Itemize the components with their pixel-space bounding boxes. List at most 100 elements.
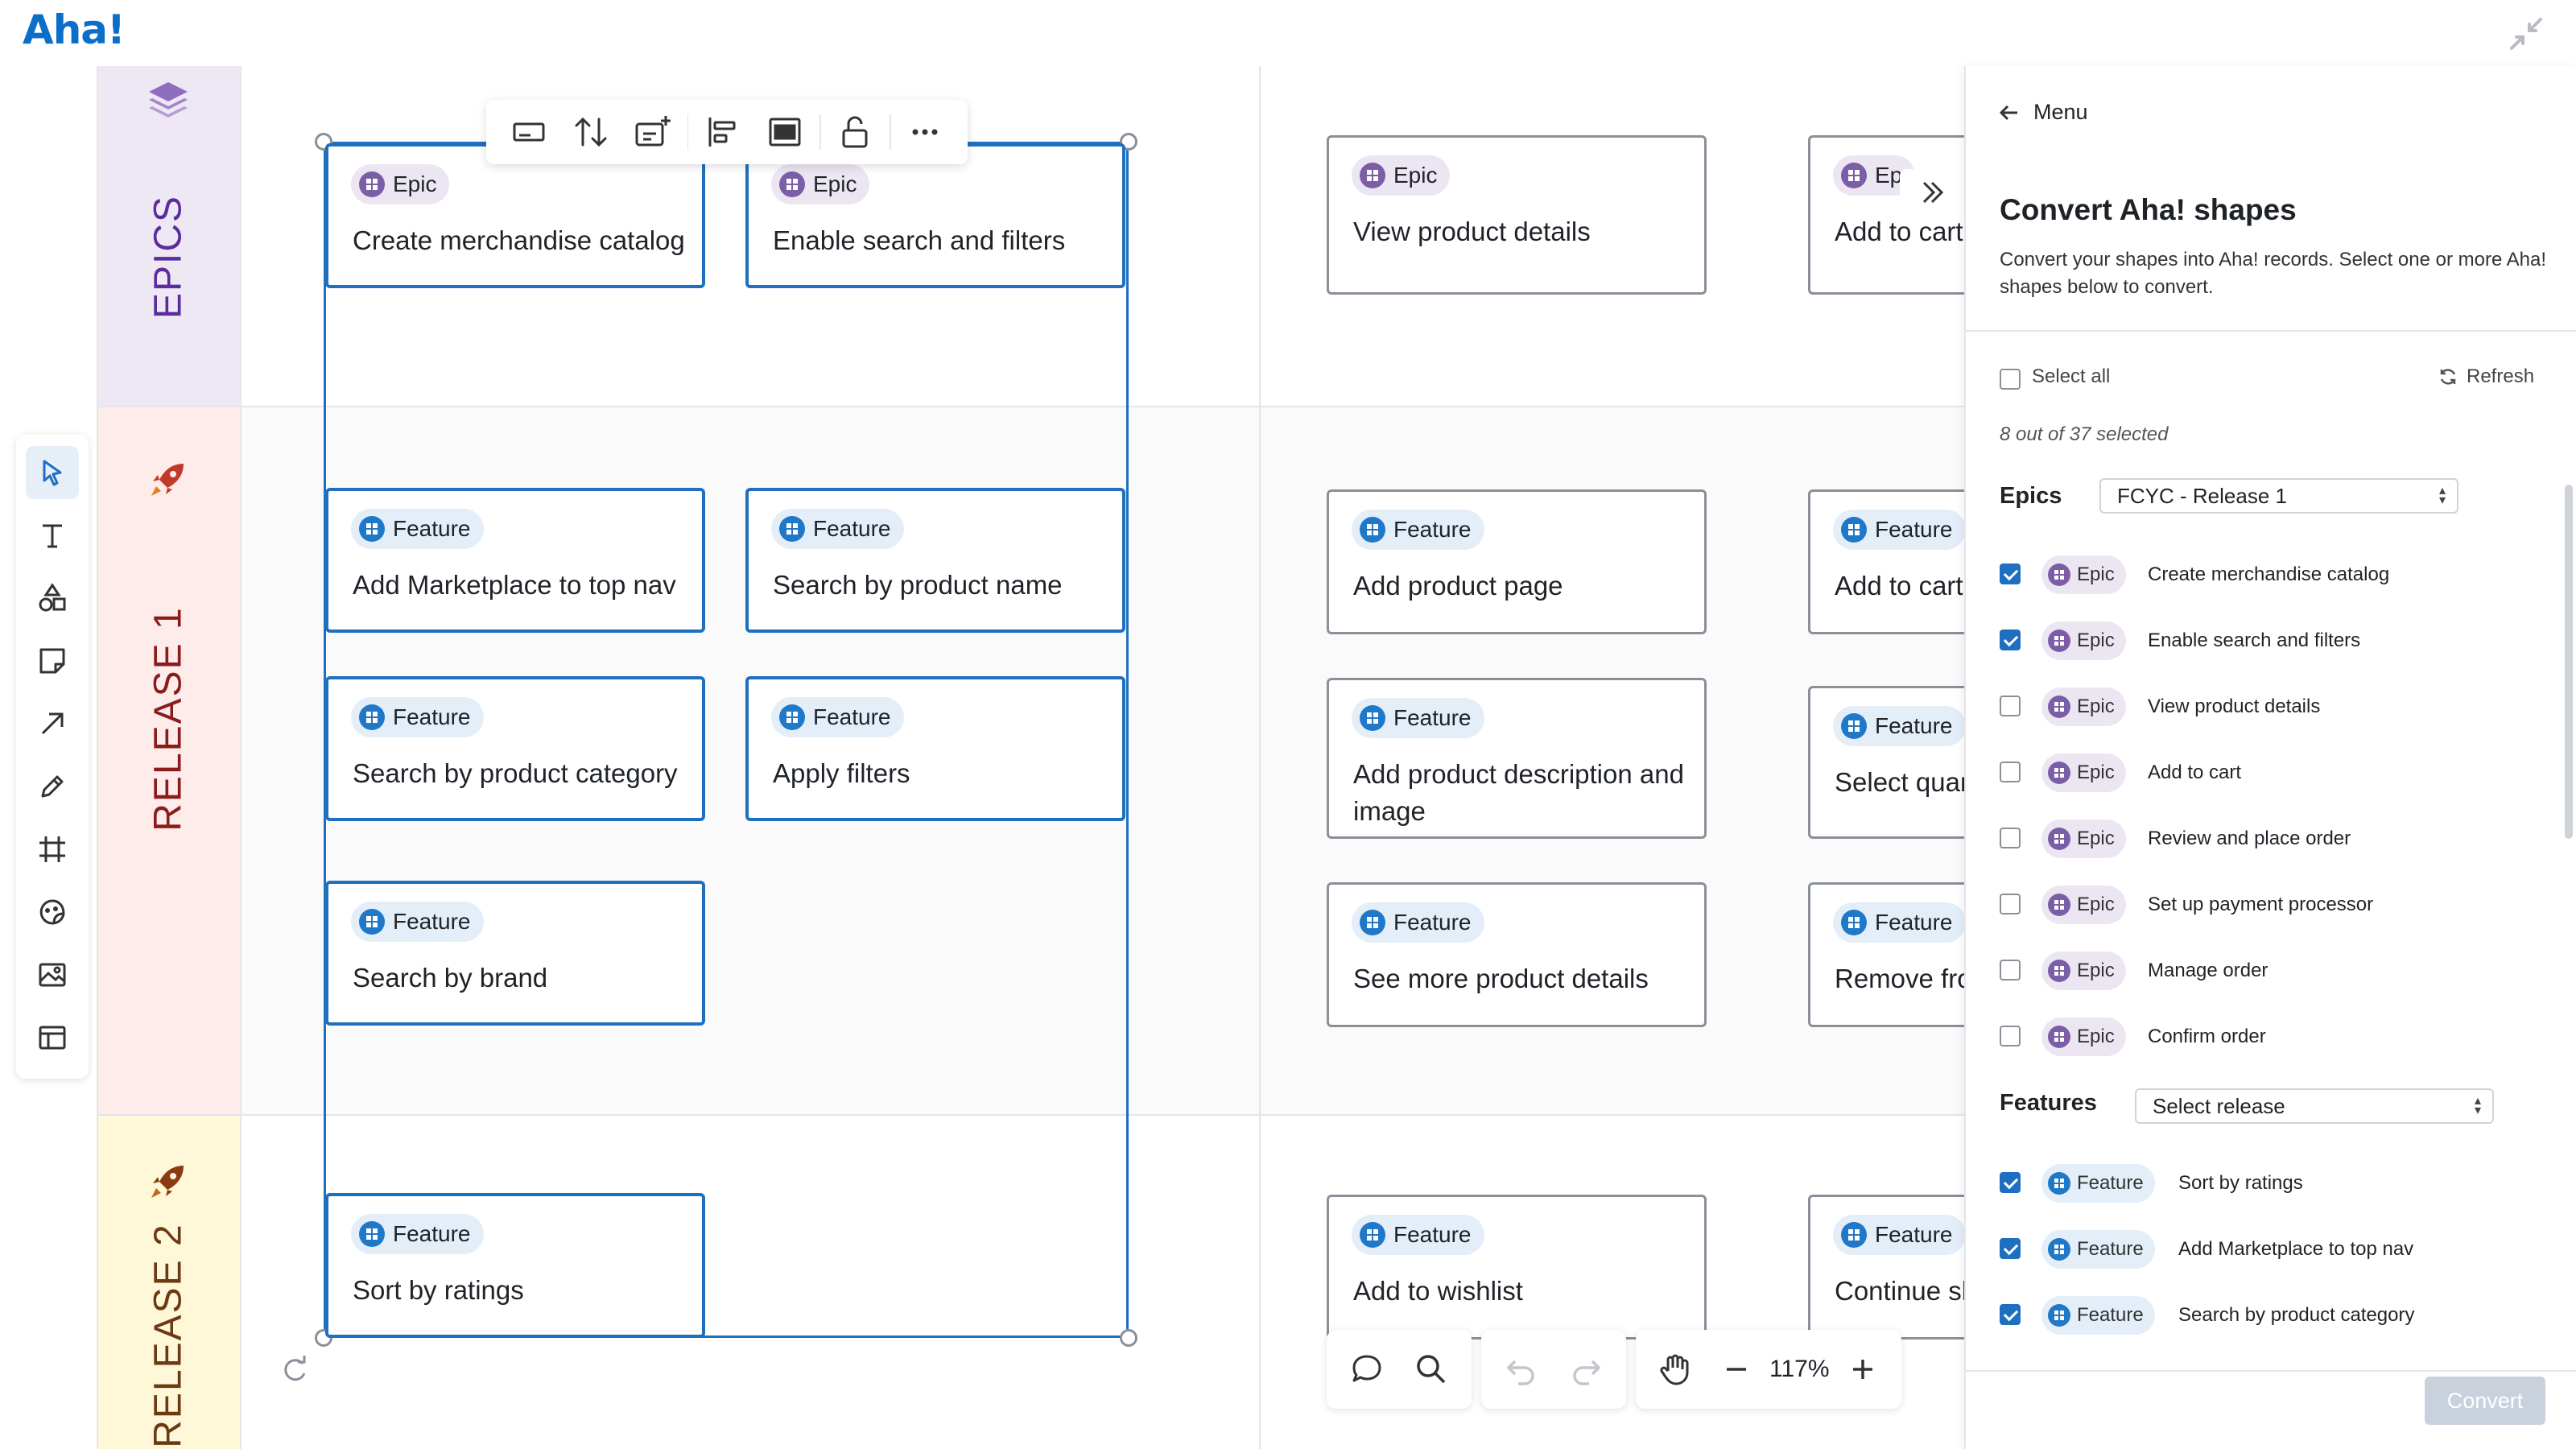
unlock-icon[interactable] — [824, 106, 886, 158]
convert-button[interactable]: Convert — [2425, 1377, 2545, 1425]
epic-icon — [2048, 762, 2070, 784]
pen-tool-icon[interactable] — [26, 760, 79, 813]
feature-pill: Feature — [1352, 902, 1484, 943]
panel-footer-divider — [1966, 1370, 2576, 1372]
row-label: Confirm order — [2148, 1026, 2266, 1047]
epic-pill: Epic — [2041, 753, 2126, 792]
panel-toggle-button[interactable] — [1900, 169, 1964, 219]
features-release-select[interactable]: Select release ▴▾ — [2135, 1088, 2494, 1124]
row-checkbox[interactable] — [2000, 696, 2021, 716]
toolbar-separator — [819, 114, 821, 150]
card-title: Search by product category — [353, 758, 678, 788]
add-record-icon[interactable] — [621, 106, 683, 158]
frame-tool-icon[interactable] — [26, 823, 79, 876]
epics-release-select[interactable]: FCYC - Release 1 ▴▾ — [2099, 478, 2458, 514]
lane-label: RELEASE 2 — [147, 1223, 190, 1448]
epic-icon — [2048, 696, 2070, 718]
collapse-icon[interactable] — [2507, 14, 2545, 53]
zoom-out-icon[interactable] — [1706, 1337, 1768, 1402]
epic-pill: Epic — [1352, 155, 1451, 196]
shape-card[interactable]: Feature Search by product category — [325, 676, 705, 821]
row-checkbox[interactable] — [2000, 1304, 2021, 1325]
epic-pill: Epic — [771, 164, 870, 204]
card-title: Apply filters — [773, 758, 910, 788]
pan-hand-icon[interactable] — [1644, 1337, 1706, 1402]
row-checkbox[interactable] — [2000, 630, 2021, 650]
row-checkbox[interactable] — [2000, 828, 2021, 848]
feature-icon — [1360, 705, 1385, 731]
layers-icon — [146, 77, 191, 126]
refresh-button[interactable]: Refresh — [2438, 365, 2534, 388]
image-tool-icon[interactable] — [26, 948, 79, 1001]
row-checkbox[interactable] — [2000, 1026, 2021, 1046]
text-tool-icon[interactable] — [26, 509, 79, 562]
panel-scrollbar[interactable] — [2565, 485, 2573, 839]
feature-icon — [2048, 1238, 2070, 1261]
epic-icon — [2048, 828, 2070, 850]
feature-pill: Feature — [771, 509, 904, 549]
row-label: Enable search and filters — [2148, 630, 2361, 651]
feature-icon — [1360, 910, 1385, 935]
rotate-handle-icon[interactable] — [279, 1354, 311, 1390]
arrow-tool-icon[interactable] — [26, 697, 79, 750]
zoom-level[interactable]: 117% — [1769, 1356, 1830, 1382]
shape-card[interactable]: Feature Add product description and imag… — [1327, 678, 1707, 839]
select-all-checkbox[interactable] — [2000, 369, 2021, 390]
shape-style-icon[interactable] — [497, 106, 559, 158]
row-checkbox[interactable] — [2000, 564, 2021, 584]
row-checkbox[interactable] — [2000, 1172, 2021, 1193]
epic-pill: Epic — [2041, 1018, 2126, 1056]
tool-rail — [16, 435, 89, 1079]
shape-card[interactable]: Feature Search by product name — [745, 488, 1125, 633]
epics-section-label: Epics — [2000, 483, 2062, 509]
epic-icon — [2048, 564, 2070, 586]
panel-description: Convert your shapes into Aha! records. S… — [2000, 249, 2547, 298]
row-checkbox[interactable] — [2000, 762, 2021, 782]
feature-pill: Feature — [1833, 706, 1966, 746]
row-checkbox[interactable] — [2000, 894, 2021, 914]
frame-image-icon[interactable] — [754, 106, 816, 158]
search-icon[interactable] — [1399, 1337, 1463, 1402]
shape-card[interactable]: Feature Sort by ratings — [325, 1193, 705, 1338]
card-title: Add product page — [1353, 571, 1563, 601]
aha-logo[interactable]: Aha! — [23, 6, 126, 53]
template-tool-icon[interactable] — [26, 1011, 79, 1064]
swap-icon[interactable] — [559, 106, 621, 158]
select-arrows-icon: ▴▾ — [2438, 484, 2446, 507]
align-left-icon[interactable] — [691, 106, 753, 158]
sticker-icon[interactable] — [26, 886, 79, 939]
select-tool-icon[interactable] — [26, 446, 79, 499]
feature-icon — [2048, 1172, 2070, 1195]
more-icon[interactable] — [894, 106, 956, 158]
shape-card[interactable]: Feature Add Marketplace to top nav — [325, 488, 705, 633]
redo-icon[interactable] — [1554, 1337, 1618, 1402]
epic-pill: Epic — [2041, 886, 2126, 924]
shape-card[interactable]: Feature Add product page — [1327, 489, 1707, 634]
shape-card[interactable]: Epic Enable search and filters — [745, 143, 1125, 288]
shapes-tool-icon[interactable] — [26, 572, 79, 625]
undo-icon[interactable] — [1489, 1337, 1554, 1402]
shape-card[interactable]: Feature See more product details — [1327, 882, 1707, 1027]
menu-back-link[interactable]: Menu — [1998, 100, 2088, 125]
arrow-left-icon — [1998, 101, 2021, 124]
row-checkbox[interactable] — [2000, 960, 2021, 980]
comment-icon[interactable] — [1335, 1337, 1399, 1402]
resize-handle[interactable] — [1120, 1329, 1137, 1347]
epic-pill: Epic — [2041, 687, 2126, 726]
row-checkbox[interactable] — [2000, 1238, 2021, 1259]
sticky-note-icon[interactable] — [26, 634, 79, 687]
card-title: Remove fro — [1835, 964, 1972, 993]
lane-label: RELEASE 1 — [147, 606, 190, 832]
shape-card[interactable]: Feature Apply filters — [745, 676, 1125, 821]
shape-card[interactable]: Epic View product details — [1327, 135, 1707, 295]
feature-icon — [1841, 517, 1867, 543]
zoom-in-icon[interactable] — [1831, 1337, 1893, 1402]
feature-pill: Feature — [1352, 510, 1484, 550]
shape-card[interactable]: Feature Add to wishlist — [1327, 1195, 1707, 1340]
toolbar-separator — [687, 114, 689, 150]
shape-card[interactable]: Feature Search by brand — [325, 881, 705, 1026]
feature-pill: Feature — [2041, 1164, 2155, 1203]
epic-icon — [779, 171, 805, 197]
feature-icon — [2048, 1304, 2070, 1327]
shape-card[interactable]: Epic Create merchandise catalog — [325, 143, 705, 288]
